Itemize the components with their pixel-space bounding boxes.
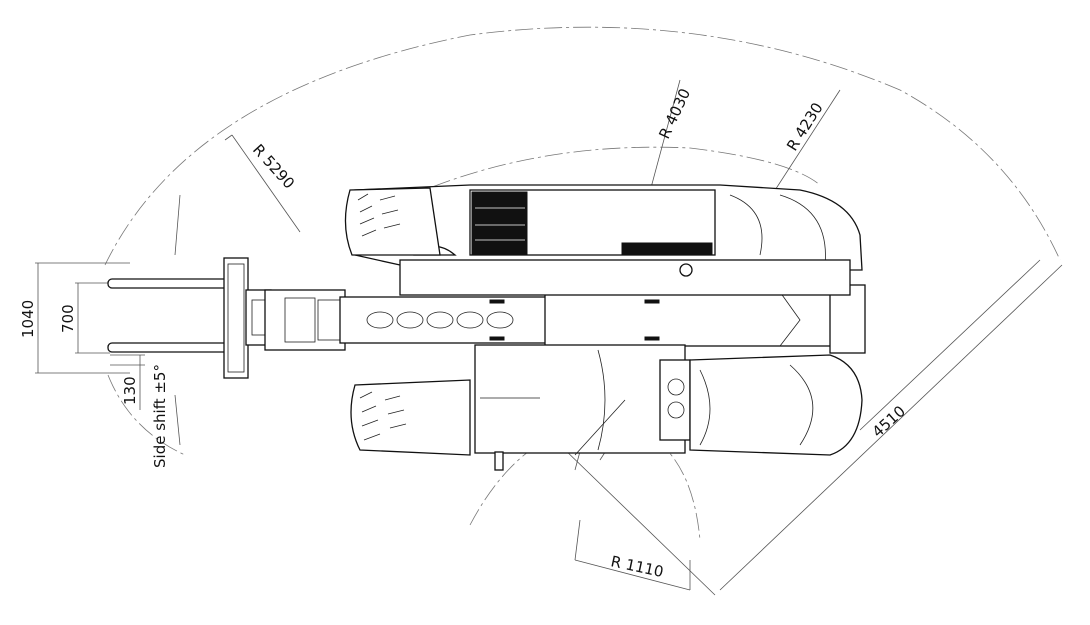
label-700: 700 [59, 304, 77, 333]
boom-head [264, 289, 346, 351]
arc-left-lower [107, 374, 186, 456]
arc-outer-r5290 [104, 26, 1061, 266]
boom-holes [366, 311, 514, 329]
boom-section-1 [339, 296, 551, 344]
boom [264, 284, 866, 354]
label-1040: 1040 [19, 300, 37, 338]
arc-inner-r4030 [379, 146, 821, 211]
label-r4230: R 4230 [783, 99, 827, 154]
label-r4030: R 4030 [655, 86, 694, 142]
fork-lower [107, 342, 239, 353]
dim-widths [35, 194, 181, 446]
wheel-upper-left [344, 187, 441, 256]
label-r5290: R 5290 [249, 141, 298, 193]
label-130: 130 [121, 376, 139, 405]
label-side-shift: Side shift ±5° [151, 364, 169, 468]
boom-section-2 [544, 291, 856, 347]
label-4510: 4510 [869, 402, 909, 441]
forks [107, 257, 272, 379]
leader-r1110 [574, 559, 691, 591]
cab [474, 344, 686, 454]
leader-r5290 [231, 134, 301, 233]
label-r1110: R 1110 [609, 552, 665, 581]
fork-upper [107, 278, 239, 289]
leader-r1110-a [574, 519, 581, 561]
dim-length-4510 [559, 259, 1063, 596]
lower-chassis [350, 344, 863, 471]
leader-r5290-ext [224, 134, 233, 141]
upper-chassis [354, 184, 863, 296]
engine-cover-dark [471, 191, 528, 255]
